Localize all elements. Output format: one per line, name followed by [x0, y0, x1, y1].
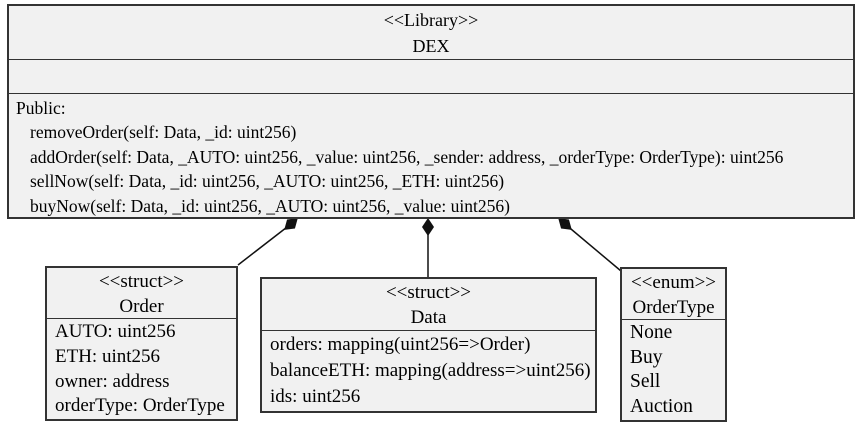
ordertype-value-auction: Auction	[630, 395, 693, 417]
data-attr-ids: ids: uint256	[270, 386, 361, 407]
dex-method-addorder: addOrder(self: Data, _AUTO: uint256, _va…	[30, 146, 784, 167]
order-header: <<struct>> Order	[47, 268, 236, 319]
dex-method-buynow: buyNow(self: Data, _id: uint256, _AUTO: …	[30, 195, 510, 216]
ordertype-values-section: None Buy Sell Auction	[622, 320, 725, 419]
ordertype-value-sell: Sell	[630, 371, 661, 393]
ordertype-value-buy: Buy	[630, 346, 663, 368]
dex-method-removeorder: removeOrder(self: Data, _id: uint256)	[30, 122, 297, 143]
composition-link-order	[237, 223, 292, 266]
order-class-name: Order	[119, 296, 164, 317]
dex-visibility-label: Public:	[16, 98, 66, 118]
data-attr-orders: orders: mapping(uint256=>Order)	[270, 334, 531, 355]
class-box-ordertype: <<enum>> OrderType None Buy Sell Auction	[620, 267, 727, 422]
ordertype-value-none: None	[630, 322, 673, 343]
ordertype-class-name: OrderType	[632, 297, 715, 318]
order-attr-auto: AUTO: uint256	[55, 321, 176, 342]
data-class-name: Data	[410, 307, 447, 328]
order-attr-eth: ETH: uint256	[55, 345, 161, 367]
ordertype-stereotype: <<enum>>	[630, 272, 717, 293]
data-attributes-section: orders: mapping(uint256=>Order) balanceE…	[262, 331, 595, 410]
class-box-order: <<struct>> Order AUTO: uint256 ETH: uint…	[45, 266, 238, 421]
dex-attributes-section-empty	[9, 60, 853, 94]
data-stereotype: <<struct>>	[385, 282, 472, 303]
class-box-dex: <<Library>> DEX Public: removeOrder(self…	[7, 4, 855, 219]
dex-methods-section: Public: removeOrder(self: Data, _id: uin…	[9, 94, 853, 218]
order-attr-ordertype: orderType: OrderType	[55, 395, 225, 417]
dex-stereotype: <<Library>>	[383, 10, 479, 30]
data-header: <<struct>> Data	[262, 279, 595, 331]
composition-diamond-data	[422, 218, 434, 236]
dex-header: <<Library>> DEX	[9, 6, 853, 60]
composition-link-ordertype	[564, 223, 622, 272]
order-stereotype: <<struct>>	[98, 271, 185, 292]
data-attr-balanceeth: balanceETH: mapping(address=>uint256)	[270, 360, 591, 381]
order-attributes-section: AUTO: uint256 ETH: uint256 owner: addres…	[47, 319, 236, 419]
ordertype-header: <<enum>> OrderType	[622, 269, 725, 320]
order-attr-owner: owner: address	[55, 370, 170, 392]
class-box-data: <<struct>> Data orders: mapping(uint256=…	[260, 277, 597, 413]
dex-class-name: DEX	[412, 36, 450, 56]
dex-method-sellnow: sellNow(self: Data, _id: uint256, _AUTO:…	[30, 171, 505, 192]
